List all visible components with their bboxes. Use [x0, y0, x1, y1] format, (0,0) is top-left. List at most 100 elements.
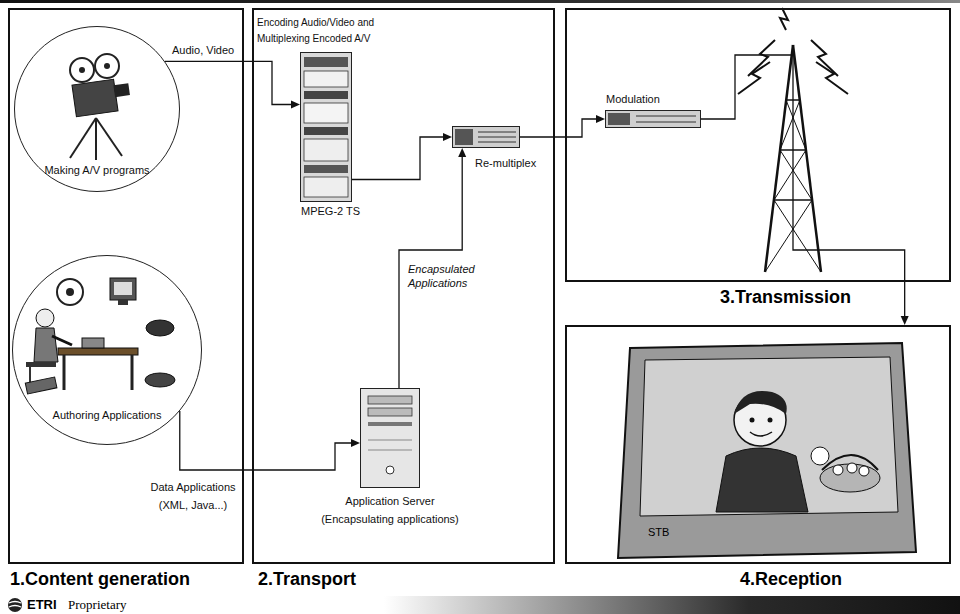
authoring-illustration [52, 336, 72, 345]
authoring-illustration [146, 320, 174, 336]
movie-camera [104, 63, 110, 69]
encoder-rack [304, 127, 348, 135]
tv-viewer [768, 418, 773, 423]
encoder-rack [304, 177, 348, 197]
server-tower [386, 466, 394, 474]
flow-connector [352, 133, 452, 180]
movie-camera [70, 118, 96, 158]
remux-device [478, 132, 516, 133]
transmission-tower [738, 62, 770, 94]
etri-logo [8, 598, 22, 612]
encoder-rack [304, 139, 348, 161]
authoring-illustration [131, 355, 134, 390]
authoring-illustration [57, 279, 83, 305]
stage-panel: 3.TransmissionModulation [565, 8, 951, 282]
remux-device [452, 126, 520, 148]
modulator-device: Modulation [605, 110, 701, 128]
connector-line [180, 411, 352, 470]
authoring-illustration [34, 328, 58, 362]
authoring-illustration [63, 355, 66, 390]
movie-camera [95, 118, 97, 160]
transmission-tower [786, 100, 806, 150]
transmission-tower [793, 45, 821, 272]
authoring-illustration [26, 362, 56, 367]
top-bar [0, 0, 960, 3]
movie-camera [95, 54, 119, 78]
authoring-illustration [114, 282, 132, 295]
circle-label: Making A/V programs [15, 164, 179, 177]
transmission-tower [774, 200, 821, 272]
stage-heading: 2.Transport [258, 568, 356, 590]
server-tower [368, 450, 412, 451]
content-circle: Authoring Applications [12, 255, 202, 445]
authoring-illustration [118, 300, 128, 305]
tv-viewer [750, 418, 755, 423]
transmission-tower [774, 150, 806, 200]
transmission-tower [811, 40, 838, 76]
content-circle: Making A/V programs [14, 26, 180, 192]
movie-camera [72, 79, 118, 117]
server-tower [368, 396, 412, 404]
transmission-tower [780, 100, 800, 150]
modulator-device [605, 110, 701, 128]
transmission-tower [765, 200, 812, 272]
device-label: Modulation [606, 93, 660, 106]
device-label: Application Server [345, 495, 434, 508]
modulator-device [608, 113, 630, 125]
connector-line [520, 119, 597, 137]
edge-label: Encapsulated Applications [408, 262, 490, 290]
arrow-head [901, 316, 909, 325]
connector-line [165, 61, 292, 104]
modulator-device [636, 122, 696, 123]
etri-logo [9, 606, 21, 608]
movie-camera [70, 54, 130, 160]
transmission-tower [765, 45, 793, 272]
transmission-tower [748, 40, 775, 76]
edge-label: Data Applications (XML, Java...) [146, 478, 240, 514]
authoring-illustration [110, 278, 136, 300]
authoring-illustration [36, 309, 54, 327]
remux-device [455, 129, 473, 145]
stage-heading: 4.Reception [740, 568, 842, 590]
flow-connector [180, 411, 360, 470]
tv-viewer [640, 357, 898, 516]
tv-viewer [618, 343, 916, 558]
remux-device [452, 126, 520, 148]
encoder-rack [300, 52, 352, 202]
flow-connector [165, 61, 300, 108]
flow-connector [520, 115, 605, 137]
movie-camera [70, 58, 94, 82]
encoder-rack [304, 71, 348, 87]
tv-viewer [859, 466, 869, 476]
arrow-head [291, 101, 300, 109]
modulator-device [636, 116, 696, 117]
tv-viewer [734, 391, 787, 414]
encoder-device: Encoding Audio/Video and Multiplexing En… [300, 52, 352, 202]
authoring-illustration [145, 373, 175, 387]
movie-camera [113, 83, 130, 97]
encoder-rack [304, 91, 348, 99]
encoder-rack [300, 52, 352, 202]
tv-viewer [847, 463, 857, 473]
circle-label: Authoring Applications [13, 409, 201, 422]
transmission-tower [816, 62, 848, 94]
server-device: Application Server(Encapsulating applica… [360, 388, 420, 488]
server-tower [360, 388, 420, 488]
etri-logo [8, 598, 22, 612]
tv-viewer [820, 464, 880, 492]
bottom-bar [0, 596, 960, 614]
tv-viewer [833, 465, 843, 475]
arrow-head [443, 133, 452, 141]
transmission-tower [780, 150, 812, 200]
transmission-tower [780, 8, 788, 30]
authoring-illustration [25, 278, 175, 394]
device-label: Re-multiplex [475, 157, 536, 170]
encoder-rack [304, 57, 348, 67]
remux-device: Re-multiplex [452, 126, 520, 148]
device-tag: STB [648, 526, 669, 539]
etri-logo [9, 602, 21, 604]
movie-camera [79, 67, 85, 73]
remux-device [478, 137, 516, 138]
